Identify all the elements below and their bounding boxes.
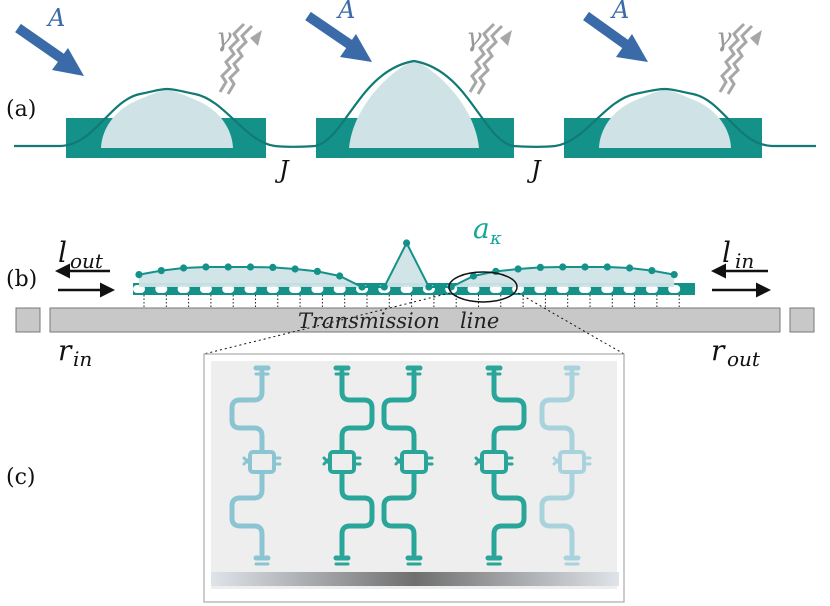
mode-profile-point xyxy=(246,263,255,271)
transmission-line-label: Transmission line xyxy=(298,309,499,333)
transmission-line xyxy=(49,307,781,333)
photon-emissions xyxy=(218,22,762,95)
mode-profile-point xyxy=(469,272,478,280)
port-l-in: l in xyxy=(722,236,754,273)
transmon-qubit-icon xyxy=(322,365,375,566)
port-r-out-sub: out xyxy=(727,347,761,371)
panel-c: (c) xyxy=(6,353,625,603)
mode-label: a κ xyxy=(473,212,502,249)
drive-arrow-icon xyxy=(15,23,84,76)
mode-fill-1 xyxy=(101,90,233,148)
drive-arrow-icon xyxy=(583,11,648,62)
mode-profile-point xyxy=(224,263,232,271)
transmon-qubit-icon xyxy=(539,365,592,566)
mode-profile-point xyxy=(581,263,589,271)
port-l-out-base: l xyxy=(58,236,67,269)
drive-label-2: A xyxy=(336,0,355,24)
transmon-qubit-icon xyxy=(474,365,527,566)
mode-profile-point xyxy=(336,272,344,280)
panel-label-c: (c) xyxy=(6,465,36,490)
mode-profile-point xyxy=(358,283,366,291)
mode-profile-point xyxy=(514,265,522,273)
mode-profile-point xyxy=(559,263,567,271)
mode-profile-point xyxy=(670,271,678,279)
mode-fill-3 xyxy=(599,90,731,148)
photon-emission-icon xyxy=(218,22,262,95)
mode-label-sub: κ xyxy=(489,228,502,249)
mode-profile-point xyxy=(157,267,165,275)
decay-label-3: γ xyxy=(716,23,732,53)
coupling-label-1: J xyxy=(274,156,290,184)
port-r-out: r out xyxy=(711,334,761,371)
feedline-strip xyxy=(211,572,619,586)
mode-profile-point xyxy=(202,263,210,271)
panel-label-b: (b) xyxy=(6,267,37,292)
drive-arrows xyxy=(15,11,648,76)
mode-profile-point xyxy=(425,283,433,291)
port-l-in-sub: in xyxy=(735,249,754,273)
transmission-line-left-stub xyxy=(15,307,41,333)
mode-envelope-curve xyxy=(14,59,816,148)
mode-profile-point xyxy=(536,263,545,271)
coupling-lines xyxy=(143,295,680,308)
coupling-label-2: J xyxy=(526,156,542,184)
zoom-line-right xyxy=(517,292,625,355)
mode-profile-point xyxy=(269,263,277,271)
mode-profile-point xyxy=(180,264,188,272)
photon-emission-icon xyxy=(718,22,762,95)
port-l-out-sub: out xyxy=(70,249,104,273)
mode-profile-point xyxy=(626,264,634,272)
mode-label-base: a xyxy=(473,212,490,245)
decay-label-1: γ xyxy=(216,23,232,53)
zoom-line-left xyxy=(203,292,451,355)
transmon-qubit-icon xyxy=(229,365,282,566)
mode-profile-point xyxy=(403,239,411,247)
drive-arrow-icon xyxy=(305,11,372,62)
port-l-in-base: l xyxy=(722,236,731,269)
mode-profile-point xyxy=(648,267,656,275)
port-r-in-base: r xyxy=(58,334,73,367)
port-r-out-base: r xyxy=(711,334,726,367)
mode-fill-2 xyxy=(349,62,479,148)
panel-a: (a) J J xyxy=(6,0,816,184)
transmon-qubit-icon xyxy=(381,365,434,566)
drive-label-1: A xyxy=(46,4,65,32)
mode-profile-point xyxy=(380,283,388,291)
zoom-ellipse xyxy=(448,271,518,303)
port-arrows xyxy=(55,263,771,298)
mode-profile-point xyxy=(135,271,143,279)
qubit-array xyxy=(229,365,592,566)
mode-profile-point xyxy=(603,263,611,271)
panel-b: (b) Transmission line a κ l out l in xyxy=(6,212,815,371)
photon-emission-icon xyxy=(468,22,512,95)
mode-profile xyxy=(135,239,678,291)
mode-profile-fill xyxy=(139,243,675,287)
panel-label-a: (a) xyxy=(6,97,36,122)
mode-fills xyxy=(101,62,731,148)
transmission-line-right-stub xyxy=(789,307,815,333)
mode-profile-point xyxy=(291,265,299,273)
port-r-in-sub: in xyxy=(73,347,92,371)
port-l-out: l out xyxy=(58,236,104,273)
decay-label-2: γ xyxy=(466,23,482,53)
mode-profile-point xyxy=(313,267,321,275)
port-r-in: r in xyxy=(58,334,92,371)
drive-label-3: A xyxy=(610,0,629,24)
